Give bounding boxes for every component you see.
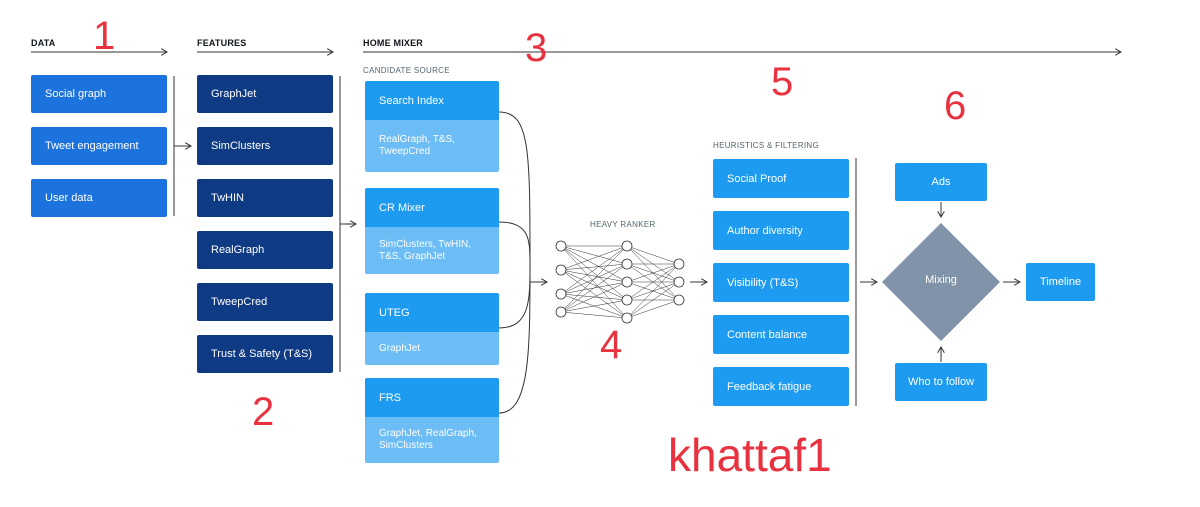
source-detail: GraphJet (365, 332, 499, 365)
who-to-follow-box: Who to follow (895, 363, 987, 401)
heuristic-author-diversity: Author diversity (713, 211, 849, 250)
data-user-data: User data (31, 179, 167, 217)
watermark-text: khattaf1 (668, 429, 832, 481)
feature-simclusters: SimClusters (197, 127, 333, 165)
ads-box: Ads (895, 163, 987, 201)
source-name: UTEG (365, 293, 499, 332)
mixing-diamond (882, 223, 1000, 341)
annotation-4: 4 (600, 323, 623, 367)
source-detail: RealGraph, T&S, TweepCred (365, 120, 499, 172)
annotation-1: 1 (93, 14, 116, 58)
source-detail: GraphJet, RealGraph, SimClusters (365, 417, 499, 463)
data-tweet-engagement: Tweet engagement (31, 127, 167, 165)
annotation-3: 3 (525, 26, 548, 70)
candidate-source-label: CANDIDATE SOURCE (363, 66, 450, 75)
section-label-data: DATA (31, 38, 56, 48)
source-frs: FRS GraphJet, RealGraph, SimClusters (365, 378, 499, 463)
annotation-2: 2 (252, 390, 275, 434)
source-name: Search Index (365, 81, 499, 120)
annotation-6: 6 (944, 84, 967, 128)
timeline-box: Timeline (1026, 263, 1095, 301)
source-name: FRS (365, 378, 499, 417)
source-cr-mixer: CR Mixer SimClusters, TwHIN, T&S, GraphJ… (365, 188, 499, 274)
heuristic-visibility: Visibility (T&S) (713, 263, 849, 302)
source-search-index: Search Index RealGraph, T&S, TweepCred (365, 81, 499, 172)
section-label-home-mixer: HOME MIXER (363, 38, 424, 48)
feature-graphjet: GraphJet (197, 75, 333, 113)
heavy-ranker-label: HEAVY RANKER (590, 220, 656, 229)
feature-trust-safety: Trust & Safety (T&S) (197, 335, 333, 373)
heuristic-feedback-fatigue: Feedback fatigue (713, 367, 849, 406)
source-name: CR Mixer (365, 188, 499, 227)
heuristic-social-proof: Social Proof (713, 159, 849, 198)
source-uteg: UTEG GraphJet (365, 293, 499, 365)
data-social-graph: Social graph (31, 75, 167, 113)
section-label-features: FEATURES (197, 38, 247, 48)
feature-realgraph: RealGraph (197, 231, 333, 269)
feature-tweepcred: TweepCred (197, 283, 333, 321)
source-detail: SimClusters, TwHIN, T&S, GraphJet (365, 227, 499, 274)
heavy-ranker-network (560, 245, 680, 319)
heuristic-content-balance: Content balance (713, 315, 849, 354)
mixing-label: Mixing (925, 274, 957, 286)
feature-twhin: TwHIN (197, 179, 333, 217)
annotation-5: 5 (771, 60, 794, 104)
heuristics-label: HEURISTICS & FILTERING (713, 141, 820, 150)
